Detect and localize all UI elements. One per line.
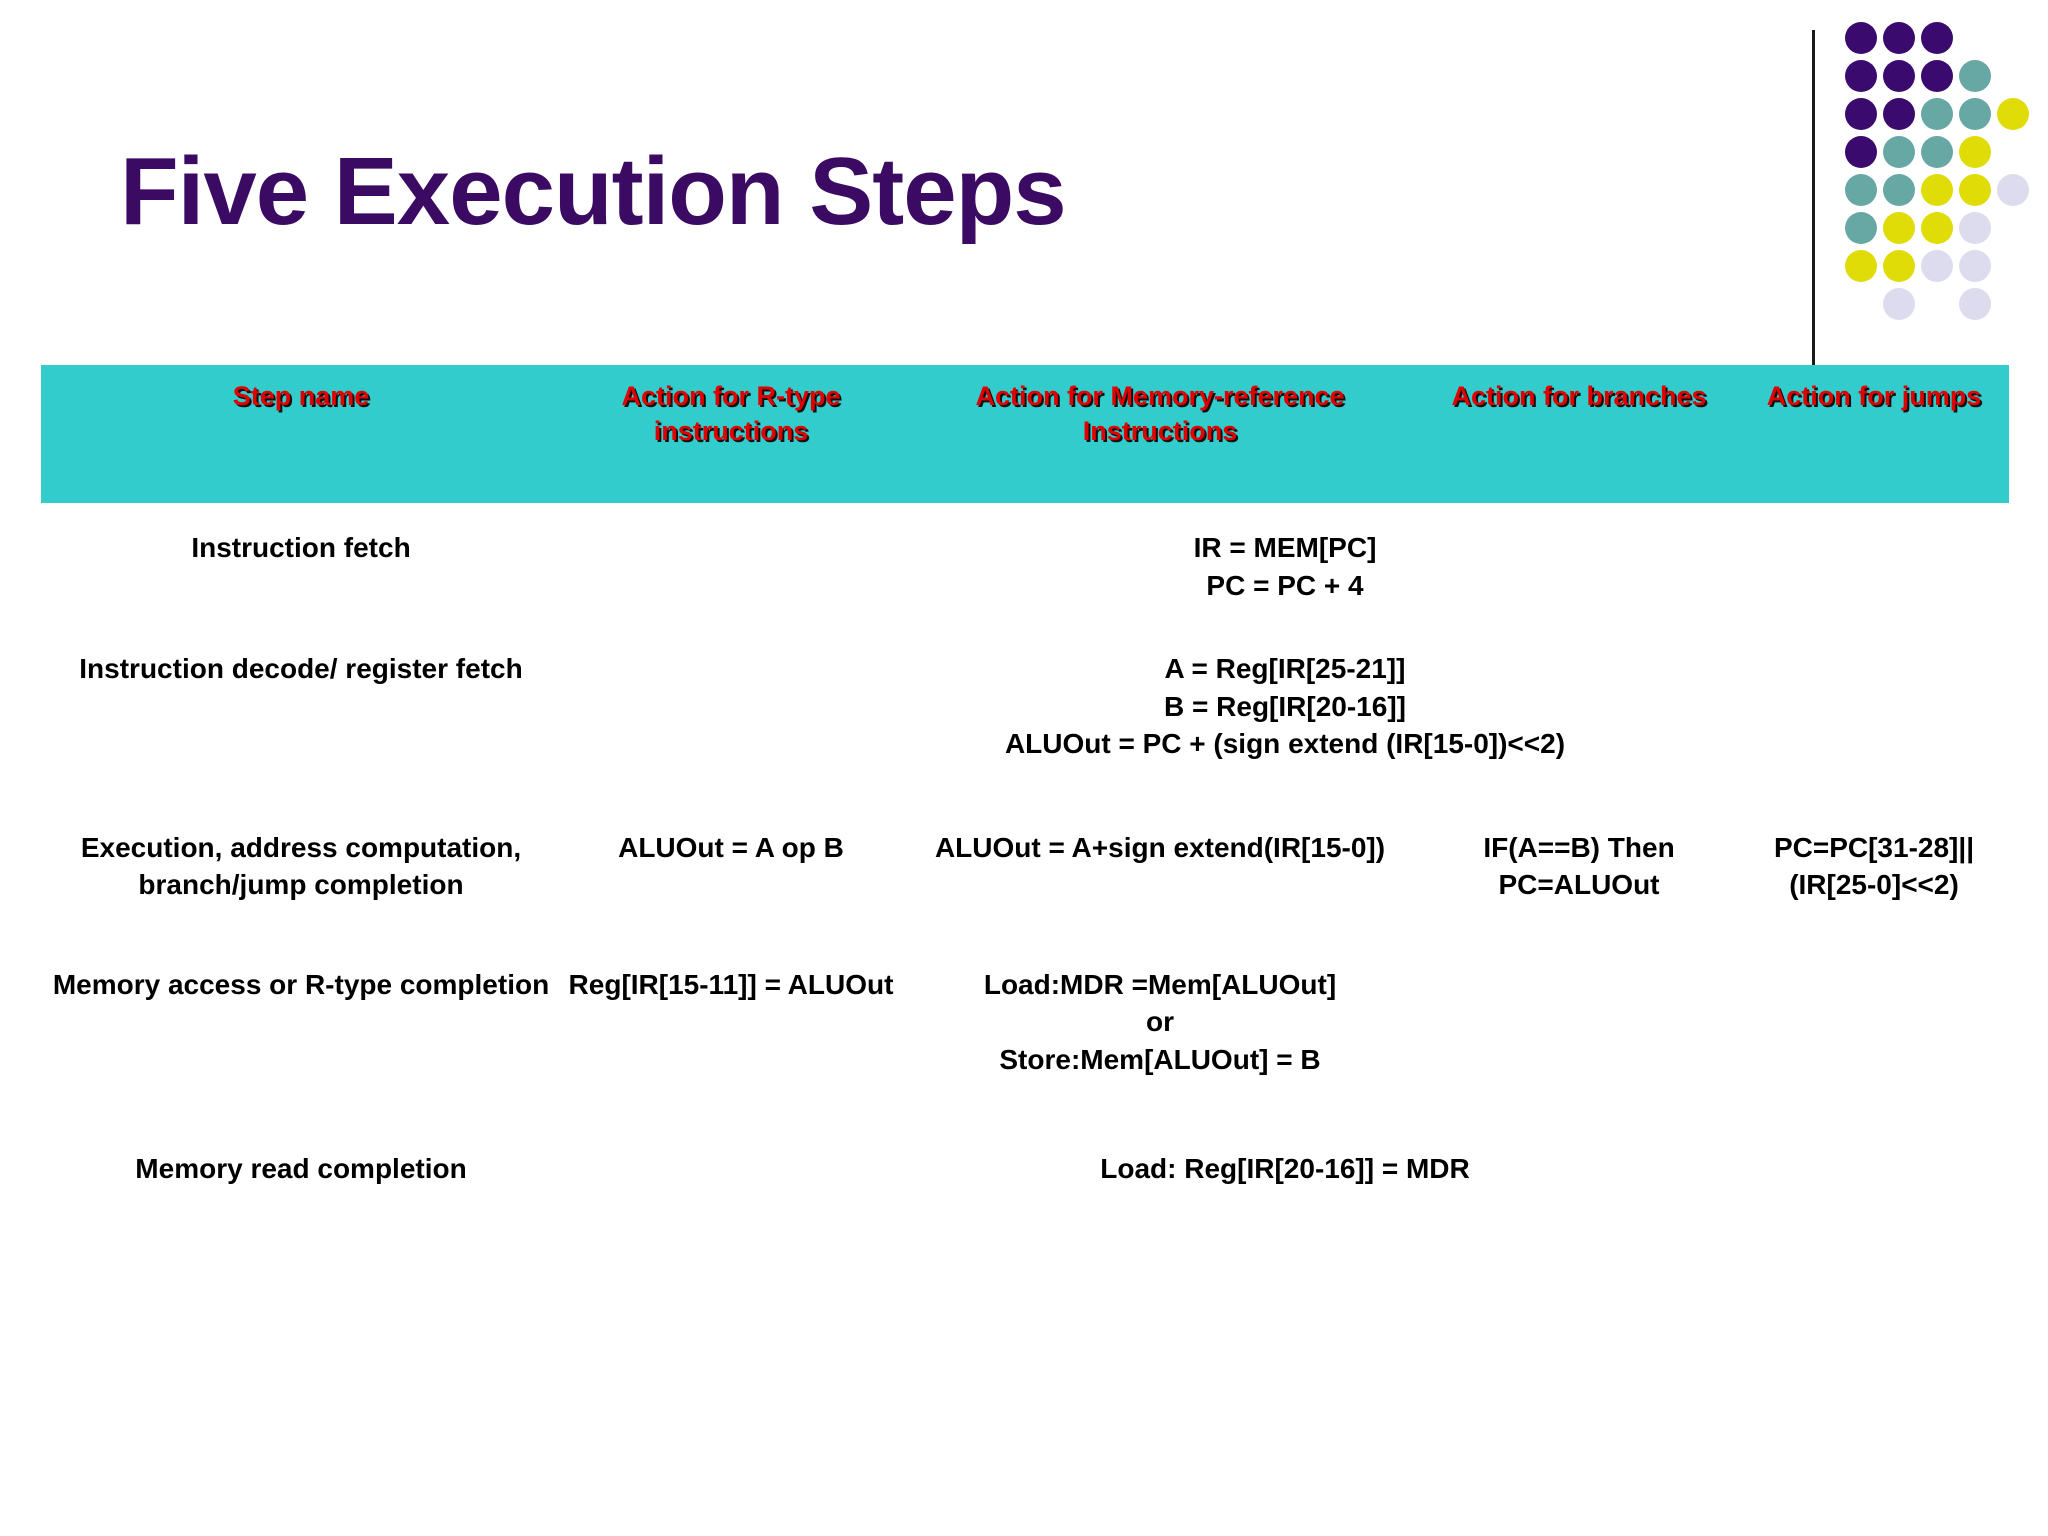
five-execution-steps-table: Step name Action for R-type instructions…: [41, 365, 2009, 1188]
logo-dot-teal: [1921, 136, 1953, 168]
cell-memory-reference: ALUOut = A+sign extend(IR[15-0]): [934, 831, 1386, 863]
cell-step-name: Memory read completion: [135, 1153, 467, 1185]
logo-dot-purple: [1845, 22, 1877, 54]
column-header-memory-reference: Action for Memory-reference Instructions: [975, 381, 1345, 446]
logo-dot-teal: [1883, 136, 1915, 168]
logo-dot-teal: [1959, 98, 1991, 130]
logo-dot-lavender: [1921, 250, 1953, 282]
logo-dot-lavender: [1959, 250, 1991, 282]
cell-line: B = Reg[IR[20-16]]: [1164, 690, 1406, 722]
logo-dot-purple: [1845, 136, 1877, 168]
cell-line: Load:MDR =Mem[ALUOut]: [983, 968, 1337, 1000]
cell-step-name: Memory access or R-type completion: [52, 968, 550, 1000]
table-header-row: Step name Action for R-type instructions…: [41, 365, 2009, 503]
column-header-jumps: Action for jumps: [1766, 381, 1982, 411]
logo-dot-teal: [1959, 60, 1991, 92]
column-header-r-type: Action for R-type instructions: [621, 381, 841, 446]
logo-dot-teal: [1845, 212, 1877, 244]
table-row: Instruction decode/ register fetch A = R…: [41, 650, 2009, 763]
logo-dot-purple: [1921, 22, 1953, 54]
table-row: Memory read completion Load: Reg[IR[20-1…: [41, 1150, 2009, 1188]
logo-dot-purple: [1883, 22, 1915, 54]
cell-line: Load: Reg[IR[20-16]] = MDR: [1100, 1153, 1470, 1185]
cell-memory-reference: Load: Reg[IR[20-16]] = MDR: [561, 1150, 2009, 1188]
cell-memory-reference: Load:MDR =Mem[ALUOut] or Store:Mem[ALUOu…: [901, 966, 1419, 1079]
logo-dot-purple: [1845, 98, 1877, 130]
column-header-branches: Action for branches: [1451, 381, 1707, 411]
table-row: Memory access or R-type completion Reg[I…: [41, 966, 2009, 1079]
logo-dot-yellow: [1921, 174, 1953, 206]
logo-dot-yellow: [1883, 250, 1915, 282]
dot-grid-logo: [1845, 22, 2045, 347]
column-header-step-name: Step name: [232, 381, 370, 411]
cell-line: Store:Mem[ALUOut] = B: [999, 1043, 1321, 1075]
logo-dot-yellow: [1921, 212, 1953, 244]
logo-dot-teal: [1921, 98, 1953, 130]
logo-dot-teal: [1883, 174, 1915, 206]
logo-dot-yellow: [1883, 212, 1915, 244]
logo-dot-lavender: [1959, 288, 1991, 320]
logo-dot-lavender: [1959, 212, 1991, 244]
table-body: Instruction fetch IR = MEM[PC] PC = PC +…: [41, 529, 2009, 1188]
cell-step-name: Instruction fetch: [191, 532, 411, 563]
logo-dot-lavender: [1883, 288, 1915, 320]
cell-line: ALUOut = PC + (sign extend (IR[15-0])<<2…: [1004, 728, 1566, 760]
cell-jumps: PC=PC[31-28]||(IR[25-0]<<2): [1773, 831, 1975, 901]
logo-dot-yellow: [1997, 98, 2029, 130]
logo-dot-purple: [1883, 60, 1915, 92]
logo-divider-line: [1812, 30, 1815, 368]
logo-dot-purple: [1883, 98, 1915, 130]
cell-memory-reference: A = Reg[IR[25-21]] B = Reg[IR[20-16]] AL…: [561, 650, 2009, 763]
table-row: Execution, address computation, branch/j…: [41, 829, 2009, 904]
cell-line: A = Reg[IR[25-21]]: [1164, 653, 1406, 685]
cell-memory-reference: IR = MEM[PC] PC = PC + 4: [561, 529, 2009, 604]
cell-line: PC = PC + 4: [1206, 569, 1364, 601]
logo-dot-purple: [1921, 60, 1953, 92]
cell-line: or: [1146, 1006, 1174, 1038]
cell-branches: IF(A==B) Then PC=ALUOut: [1483, 831, 1675, 901]
page-title: Five Execution Steps: [120, 138, 1067, 245]
cell-line: IR = MEM[PC]: [1193, 532, 1377, 563]
table-row: Instruction fetch IR = MEM[PC] PC = PC +…: [41, 529, 2009, 604]
cell-r-type: ALUOut = A op B: [618, 831, 844, 863]
cell-step-name: Instruction decode/ register fetch: [79, 653, 523, 685]
logo-dot-yellow: [1959, 136, 1991, 168]
cell-step-name: Execution, address computation, branch/j…: [80, 831, 522, 901]
logo-dot-yellow: [1845, 250, 1877, 282]
logo-dot-purple: [1845, 60, 1877, 92]
logo-dot-lavender: [1997, 174, 2029, 206]
logo-dot-teal: [1845, 174, 1877, 206]
cell-r-type: Reg[IR[15-11]] = ALUOut: [568, 968, 894, 1000]
logo-dot-yellow: [1959, 174, 1991, 206]
